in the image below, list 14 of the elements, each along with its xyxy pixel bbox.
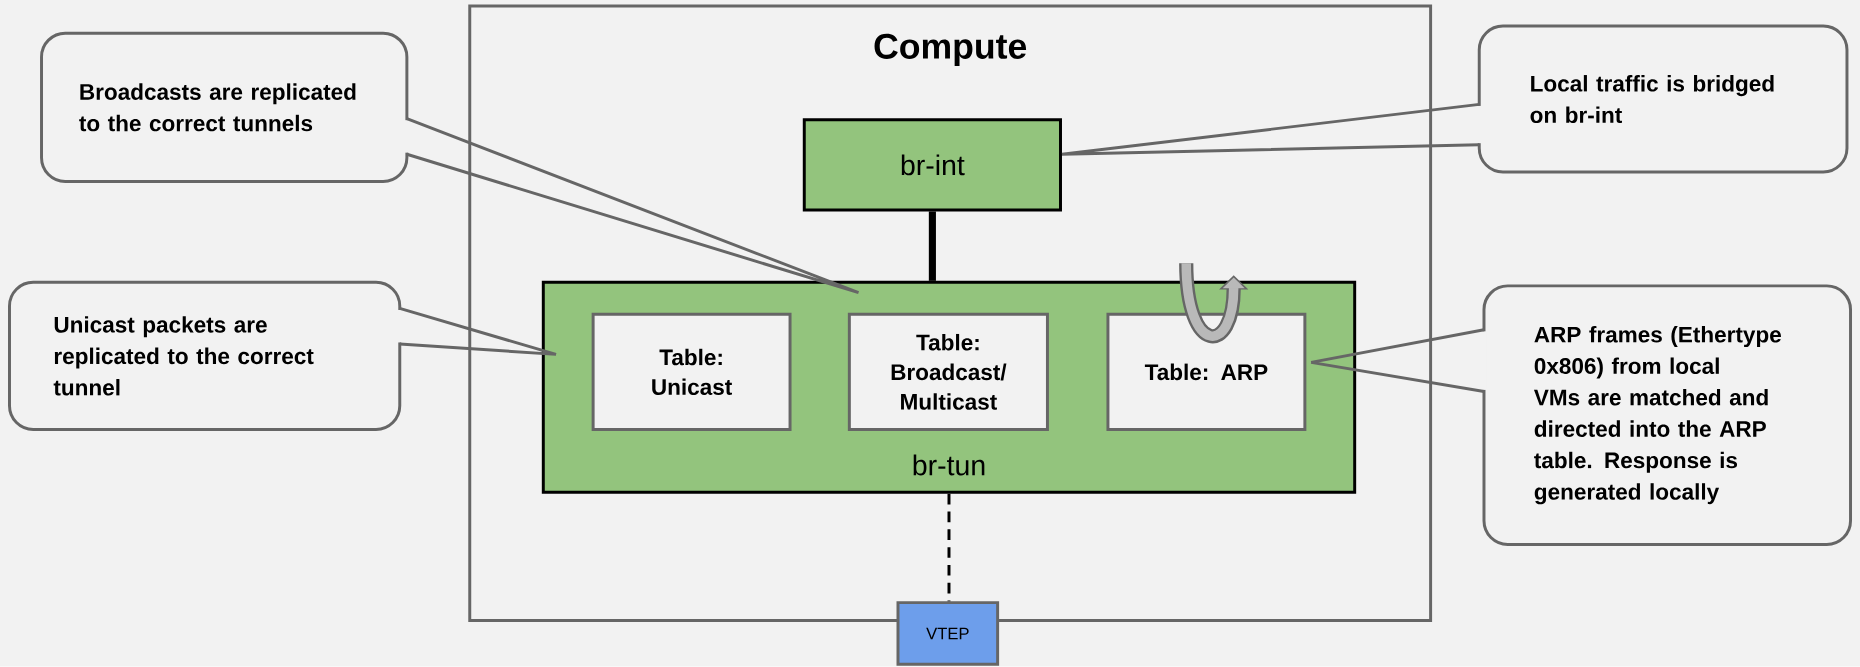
table-box: Table: ARP bbox=[1106, 313, 1307, 432]
callout-box: Local traffic is bridged on br-int bbox=[1476, 24, 1849, 174]
table-box: Table: Broadcast/ Multicast bbox=[847, 313, 1049, 432]
callout-box: Unicast packets are replicated to the correct tunnel bbox=[8, 281, 403, 432]
leader-line bbox=[398, 307, 558, 357]
leader-line bbox=[1060, 103, 1481, 156]
table-box: Table: Unicast bbox=[591, 313, 792, 432]
callout-box: Broadcasts are replicated to the correct tunnels bbox=[40, 31, 410, 184]
leader-line bbox=[1309, 328, 1486, 394]
endpoint-box: VTEP bbox=[896, 601, 1000, 666]
bridge-box: br-int bbox=[802, 118, 1062, 212]
leader-line bbox=[405, 117, 861, 295]
connector bbox=[928, 211, 936, 281]
callout-box: ARP frames (Ethertype 0x806) from local VMs are matched and directed into the ARP table. Response is generated locally bbox=[1481, 284, 1852, 547]
